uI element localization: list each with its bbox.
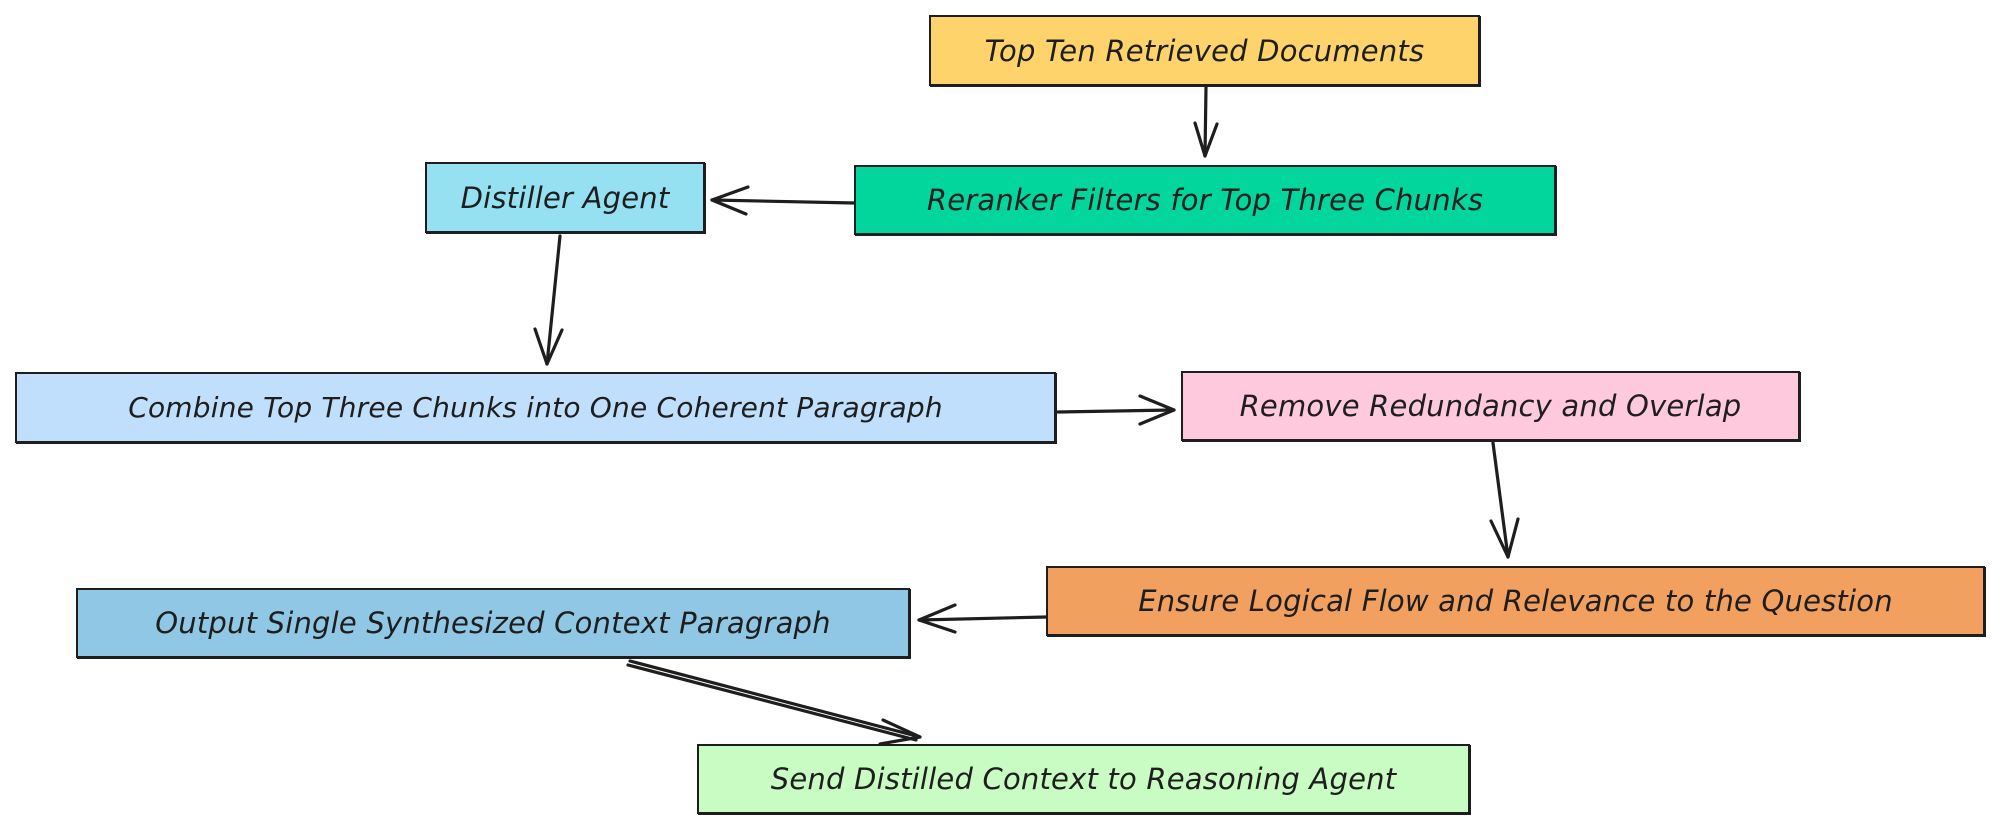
node-distiller-agent: Distiller Agent <box>425 162 705 233</box>
edge-n1-to-n2 <box>1193 85 1219 158</box>
edge-n4-to-n5 <box>1056 394 1176 426</box>
node-combine-chunks: Combine Top Three Chunks into One Cohere… <box>15 372 1056 443</box>
node-ensure-logical-flow: Ensure Logical Flow and Relevance to the… <box>1046 566 1985 636</box>
node-reranker-filters: Reranker Filters for Top Three Chunks <box>854 165 1556 235</box>
edge-n5-to-n6 <box>1489 441 1520 559</box>
node-remove-redundancy: Remove Redundancy and Overlap <box>1181 371 1800 441</box>
node-output-context-paragraph: Output Single Synthesized Context Paragr… <box>76 588 910 658</box>
edge-n3-to-n4 <box>533 234 564 366</box>
edge-n2-to-n3 <box>710 185 856 216</box>
node-send-to-reasoning-agent: Send Distilled Context to Reasoning Agen… <box>697 744 1470 814</box>
edge-n7-to-n8 <box>626 659 922 746</box>
edge-n6-to-n7 <box>917 603 1048 634</box>
node-top-ten-retrieved-documents: Top Ten Retrieved Documents <box>929 15 1480 86</box>
